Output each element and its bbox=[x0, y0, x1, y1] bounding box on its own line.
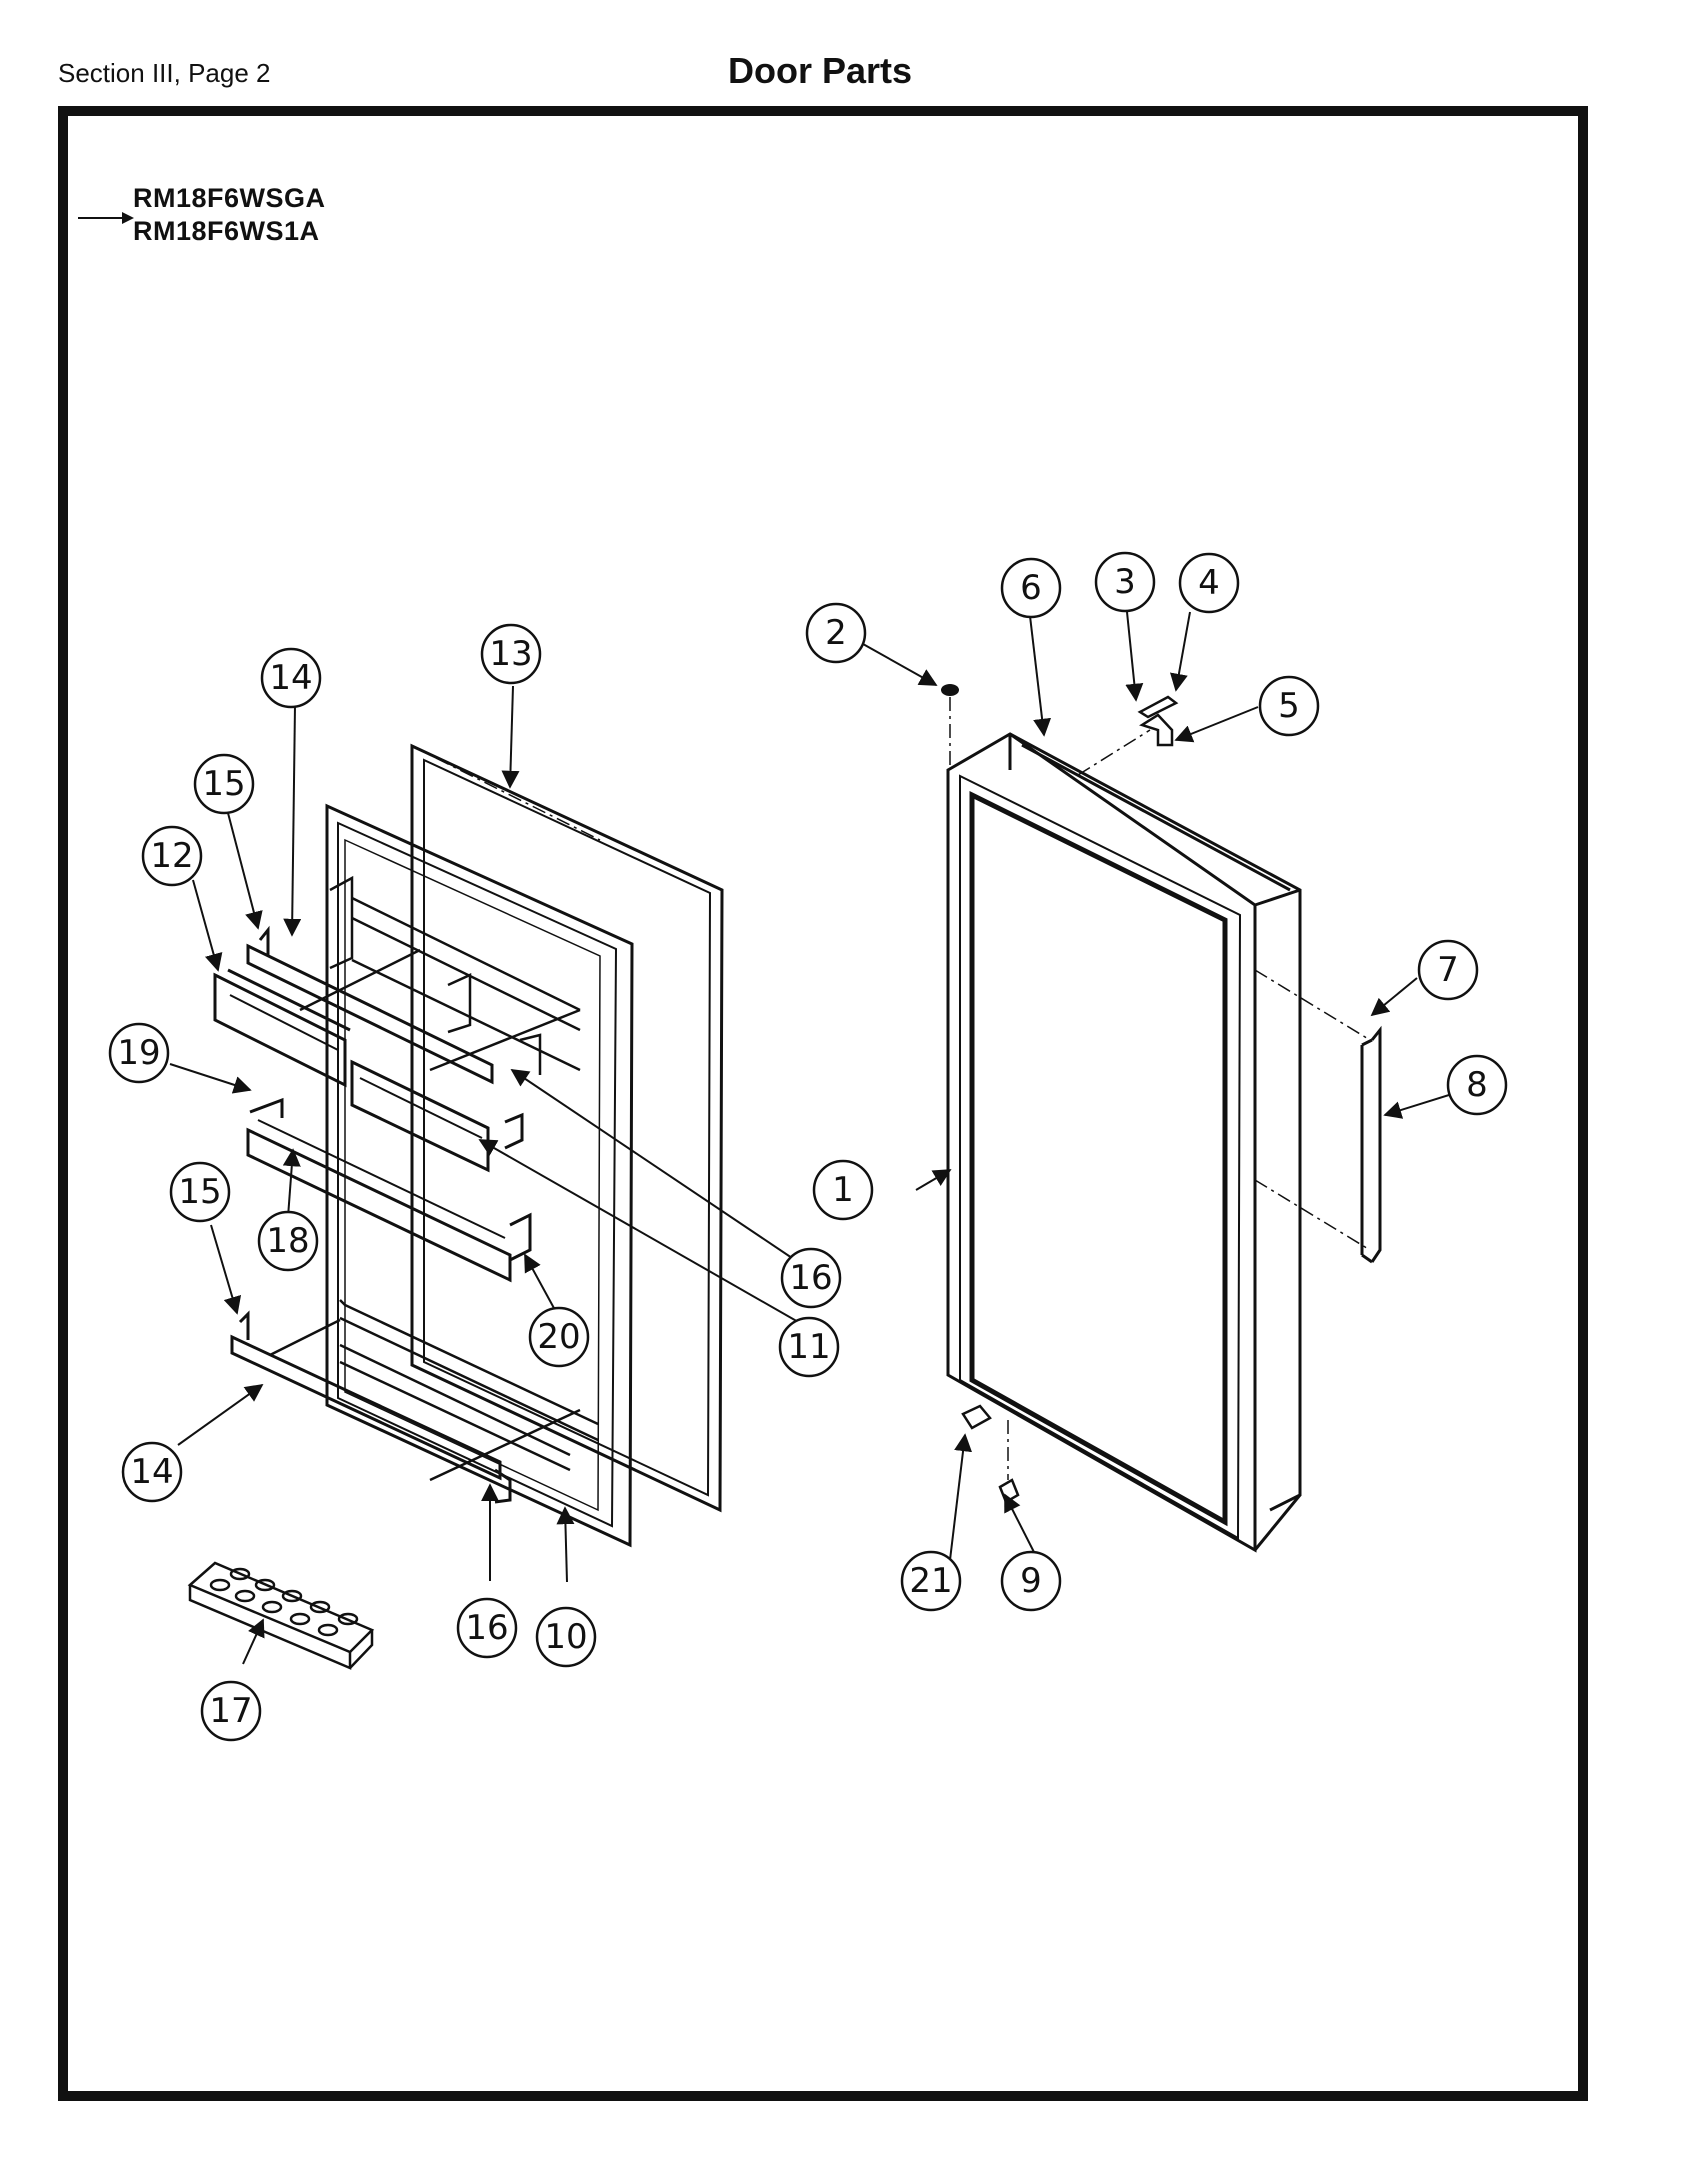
door-gasket bbox=[410, 743, 724, 1513]
callout-label: 20 bbox=[537, 1317, 580, 1357]
callout-label: 10 bbox=[544, 1617, 587, 1657]
callout-label: 9 bbox=[1020, 1561, 1042, 1601]
door-handle bbox=[1360, 1025, 1382, 1264]
callout-label: 15 bbox=[178, 1172, 221, 1212]
callout-label: 21 bbox=[909, 1561, 952, 1601]
model-number: RM18F6WSGA bbox=[133, 183, 326, 213]
callout-label: 16 bbox=[465, 1608, 508, 1648]
callout-label: 1 bbox=[832, 1170, 854, 1210]
callout-label: 19 bbox=[117, 1033, 160, 1073]
callout-label: 8 bbox=[1466, 1065, 1488, 1105]
shelf-bar-lower bbox=[230, 1310, 512, 1504]
callout-label: 6 bbox=[1020, 568, 1042, 608]
page-title: Door Parts bbox=[727, 50, 913, 91]
callout-label: 13 bbox=[489, 634, 532, 674]
callout-label: 7 bbox=[1437, 950, 1459, 990]
callout-label: 14 bbox=[130, 1452, 173, 1492]
model-list: RM18F6WSGA RM18F6WS1A bbox=[133, 182, 326, 248]
callout-label: 12 bbox=[150, 836, 193, 876]
shelf-bar-upper bbox=[246, 925, 494, 1085]
arrow-icon bbox=[78, 212, 134, 224]
door-shelf-12 bbox=[213, 968, 351, 1088]
callout-label: 5 bbox=[1278, 686, 1300, 726]
callout-label: 18 bbox=[266, 1221, 309, 1261]
callout-label: 3 bbox=[1114, 562, 1136, 602]
door-shelf-11 bbox=[350, 1059, 524, 1173]
door-shelf-18 bbox=[246, 1097, 532, 1283]
callout-label: 17 bbox=[209, 1691, 252, 1731]
callout-label: 4 bbox=[1198, 563, 1220, 603]
upper-shelf-rails bbox=[299, 875, 581, 1075]
egg-tray bbox=[187, 1561, 375, 1670]
alignment-lines bbox=[411, 697, 1371, 1480]
door-panel bbox=[946, 732, 1302, 1553]
callout-leaders bbox=[169, 611, 1466, 1665]
callout-label: 15 bbox=[202, 764, 245, 804]
hinge-pin bbox=[941, 684, 959, 696]
callout-label: 16 bbox=[789, 1258, 832, 1298]
callout-label: 2 bbox=[825, 613, 847, 653]
model-number: RM18F6WS1A bbox=[133, 216, 320, 246]
diagram-frame bbox=[58, 106, 1588, 2101]
lower-shelf-rails bbox=[269, 1299, 599, 1482]
bottom-hinge bbox=[961, 1404, 1020, 1504]
door-liner bbox=[325, 803, 634, 1548]
callout-circles bbox=[108, 551, 1508, 1742]
callout-label: 11 bbox=[787, 1327, 830, 1367]
top-hinge bbox=[1137, 695, 1179, 747]
section-label: Section III, Page 2 bbox=[58, 58, 271, 88]
callout-label: 14 bbox=[269, 658, 312, 698]
